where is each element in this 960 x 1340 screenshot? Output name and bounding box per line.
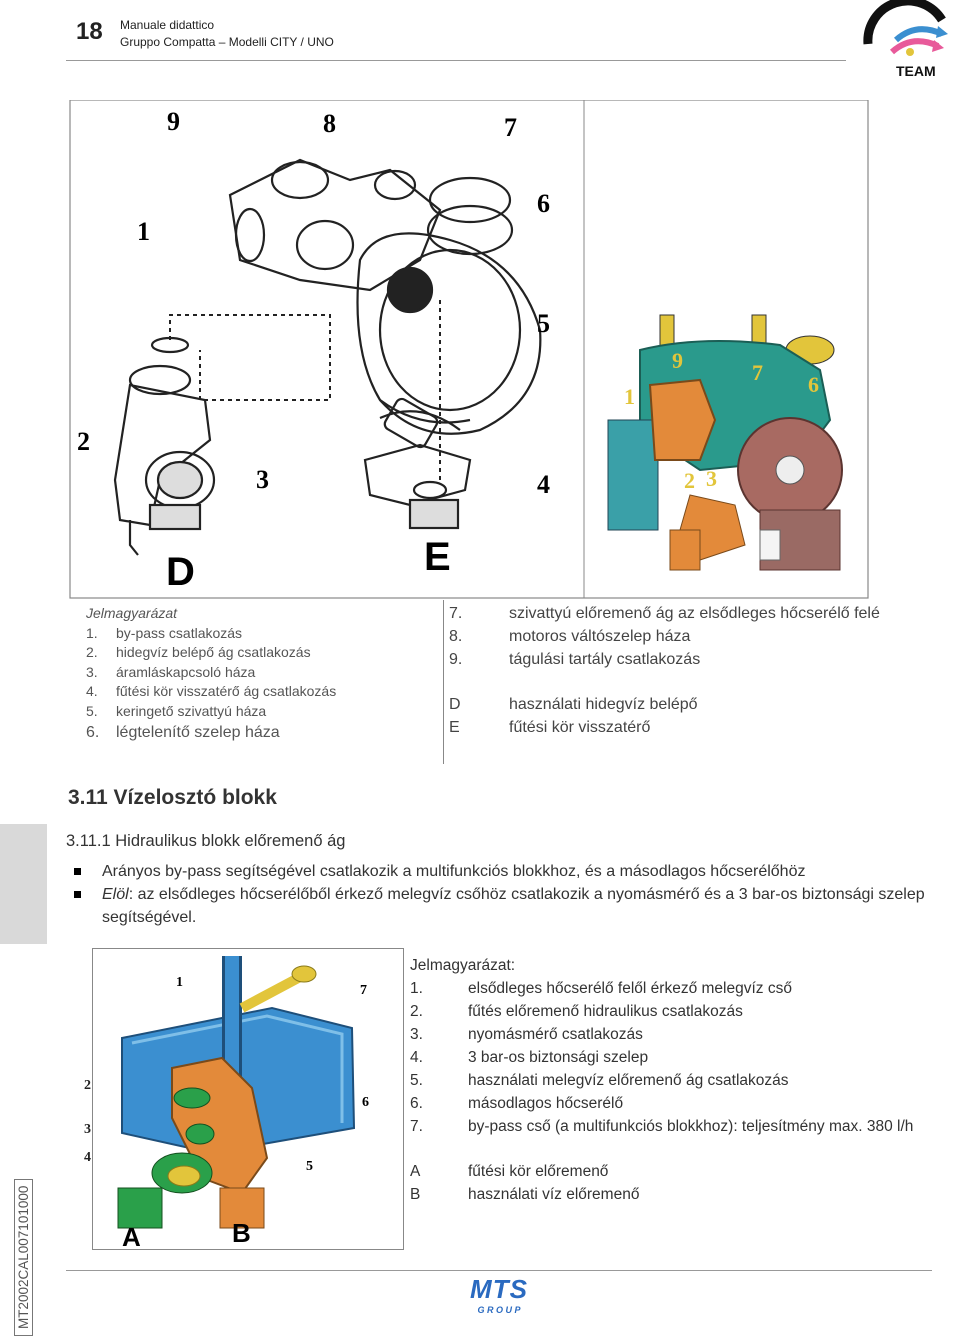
bullet-item: Elöl: az elsődleges hőcserélőből érkező …: [74, 883, 934, 929]
header-rule: [66, 60, 846, 61]
legend2-item: 2.fűtés előremenő hidraulikus csatlakozá…: [410, 1003, 743, 1020]
legend1-item: 8.motoros váltószelep háza: [449, 628, 691, 645]
professional-team-logo: PRO TEAM: [863, 0, 948, 79]
callout-4: 4: [537, 470, 550, 499]
callout-1: 1: [137, 217, 150, 246]
legend1-item: 1.by-pass csatlakozás: [86, 624, 243, 641]
legend1-title: Jelmagyarázat: [86, 605, 178, 621]
bullet-item: Arányos by-pass segítségével csatlakozik…: [74, 860, 934, 883]
inset-callout-1: 1: [624, 384, 635, 409]
legend1-item: 4.fűtési kör visszatérő ág csatlakozás: [86, 683, 337, 699]
legend1-item: 7.szivattyú előremenő ág az elsődleges h…: [449, 605, 880, 622]
inset-callout-6: 6: [808, 372, 819, 397]
section-title: 3.11 Vízelosztó blokk: [68, 786, 277, 809]
legend2-item: 1.elsődleges hőcserélő felől érkező mele…: [410, 980, 792, 997]
side-tab: [0, 824, 47, 944]
legend2-item: 4.3 bar-os biztonsági szelep: [410, 1049, 649, 1066]
legend1-right: 7.szivattyú előremenő ág az elsődleges h…: [449, 602, 880, 739]
footer-rule: [66, 1270, 932, 1271]
legend-divider: [443, 600, 444, 764]
inset-callout-3: 3: [706, 466, 717, 491]
subsection-title: 3.11.1 Hidraulikus blokk előremenő ág: [66, 832, 346, 850]
fig2-callout-7: 7: [360, 983, 367, 998]
legend1-item: 5.keringető szivattyú háza: [86, 702, 267, 719]
fig2-letter-B: B: [232, 1218, 251, 1248]
legend2-item: 6.másodlagos hőcserélő: [410, 1095, 624, 1112]
legend1-item: 2.hidegvíz belépő ág csatlakozás: [86, 644, 311, 660]
document-code: MT2002CAL007101000: [14, 1178, 33, 1336]
valve-block-exploded-figure: 9 8 7 1 6 5 2 3 4 D E 9 7 6 1 2 3: [69, 100, 869, 599]
legend1-item: 3.áramláskapcsoló háza: [86, 663, 256, 680]
legend2-item: 5.használati melegvíz előremenő ág csatl…: [410, 1072, 789, 1089]
callout-8: 8: [323, 109, 336, 138]
mts-logo: MTS G R O U P: [470, 1274, 528, 1315]
legend1-item: 6.légtelenítő szelep háza: [86, 724, 280, 741]
legend2-title: Jelmagyarázat:: [410, 957, 516, 974]
page-number: 18: [76, 18, 103, 45]
legend1-item: 9.tágulási tartály csatlakozás: [449, 651, 701, 668]
inset-callout-2: 2: [684, 468, 695, 493]
fig2-side-callout-4: 4: [84, 1150, 91, 1165]
legend2: Jelmagyarázat: 1.elsődleges hőcserélő fe…: [410, 954, 930, 1206]
fig2-callout-1: 1: [176, 975, 183, 990]
callout-6: 6: [537, 189, 550, 218]
fig2-side-callout-2: 2: [84, 1078, 91, 1093]
legend1-left: Jelmagyarázat 1.by-pass csatlakozás 2.hi…: [86, 604, 336, 743]
fig2-callout-6: 6: [362, 1095, 369, 1110]
inset-callout-9: 9: [672, 348, 683, 373]
letter-D: D: [166, 550, 195, 594]
hydraulic-block-figure: 1 7 2 6 3 4 5 A B: [92, 948, 404, 1250]
assembled-block-inset: [607, 314, 843, 571]
manual-line-1: Manuale didattico: [120, 18, 215, 32]
legend2-item: 3.nyomásmérő csatlakozás: [410, 1026, 643, 1043]
fig2-callout-5: 5: [306, 1159, 313, 1174]
svg-text:TEAM: TEAM: [896, 63, 936, 79]
letter-E: E: [424, 535, 451, 579]
fig2-side-callout-3: 3: [84, 1122, 91, 1137]
fig2-letter-A: A: [122, 1222, 141, 1250]
manual-title: Manuale didattico Gruppo Compatta – Mode…: [120, 17, 334, 51]
callout-5: 5: [537, 309, 550, 338]
callout-7: 7: [504, 113, 517, 142]
bullet-list: Arányos by-pass segítségével csatlakozik…: [74, 860, 934, 929]
callout-2: 2: [77, 427, 90, 456]
callout-3: 3: [256, 465, 269, 494]
callout-9: 9: [167, 107, 180, 136]
manual-line-2: Gruppo Compatta – Modelli CITY / UNO: [120, 35, 334, 49]
legend2-item: 7.by-pass cső (a multifunkciós blokkhoz)…: [410, 1118, 914, 1135]
inset-callout-7: 7: [752, 360, 763, 385]
